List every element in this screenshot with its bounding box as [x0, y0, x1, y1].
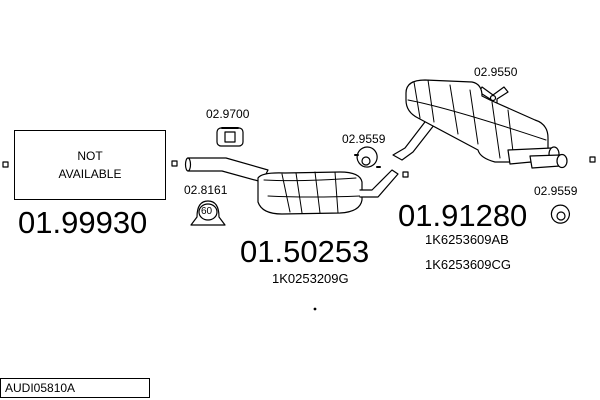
- center-hanger-part-label: 02.9559: [342, 132, 386, 146]
- ring-part-label: 02.8161: [184, 183, 228, 197]
- right-edge-marker: [589, 156, 596, 163]
- not-available-box: NOT AVAILABLE: [14, 130, 166, 200]
- ring-size-label: 60: [201, 206, 213, 217]
- diagram-code-box: AUDI05810A: [0, 378, 150, 398]
- top-right-hanger-part-label: 02.9550: [474, 65, 518, 79]
- right-hanger-part-label: 02.9559: [534, 184, 578, 198]
- clamp-icon: [216, 127, 244, 147]
- rear-silencer-icon: [392, 79, 568, 169]
- center-oem-number: 1K0253209G: [272, 271, 349, 286]
- rubber-hanger-right-icon: [550, 204, 570, 224]
- center-part-number: 01.50253: [240, 234, 370, 269]
- center-silencer-icon: [184, 157, 399, 215]
- not-available-line-2: AVAILABLE: [58, 167, 122, 181]
- right-oem-number-1: 1K6253609AB: [425, 232, 509, 247]
- not-available-line-1: NOT: [77, 149, 103, 163]
- rubber-hanger-icon: [354, 146, 381, 168]
- stray-dot-mark: [313, 307, 317, 311]
- diagram-code: AUDI05810A: [5, 381, 76, 395]
- right-part-number: 01.91280: [398, 198, 528, 233]
- clamp-part-label: 02.9700: [206, 107, 250, 121]
- rear-connector-marker: [402, 171, 409, 178]
- right-oem-number-2: 1K6253609CG: [425, 257, 512, 272]
- left-edge-marker: [2, 161, 9, 168]
- left-part-number: 01.99930: [18, 205, 148, 240]
- front-connector-marker: [171, 160, 178, 167]
- sealing-ring-icon: [190, 200, 226, 226]
